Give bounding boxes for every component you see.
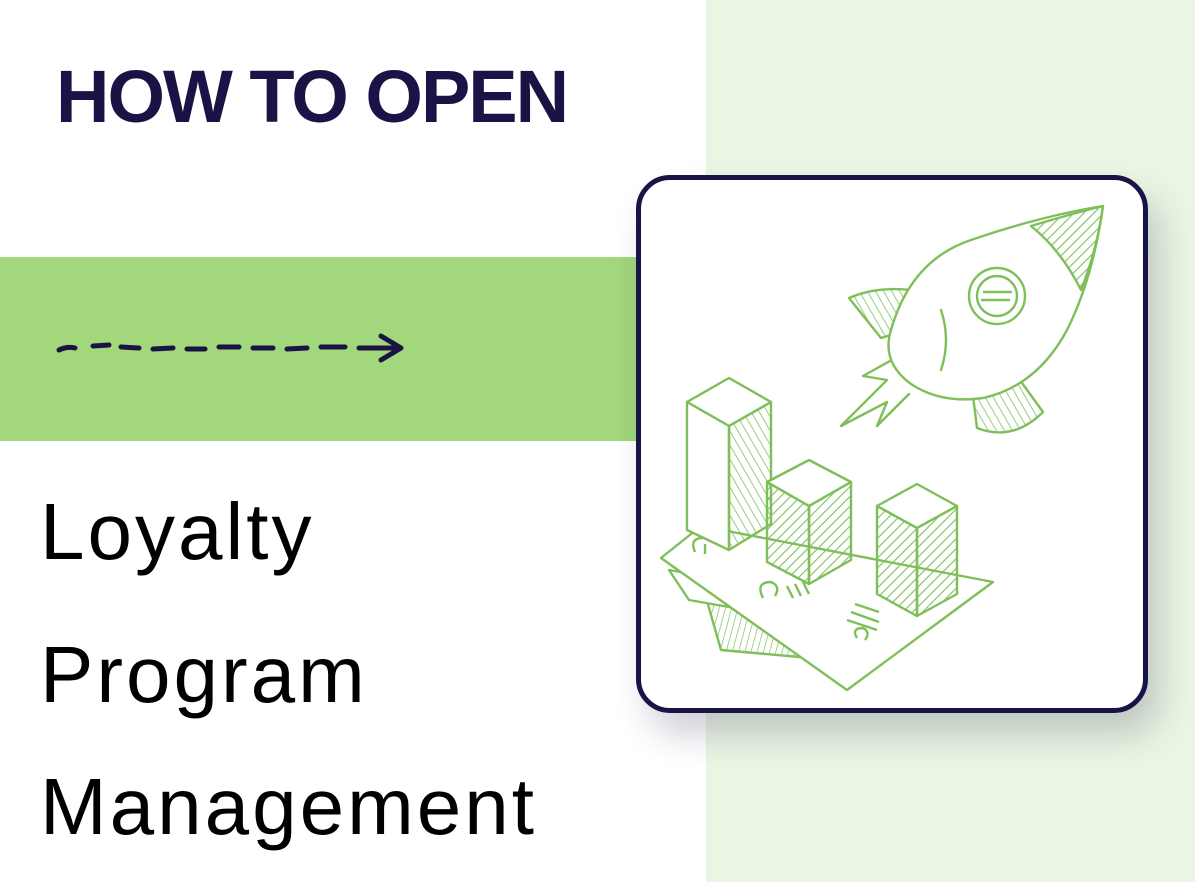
heading: HOW TO OPEN [56,55,569,138]
subtitle-line-3: Management [40,762,537,851]
subtitle-line-2: Program [40,630,368,719]
illustration-card [636,175,1148,713]
subtitle-line-1: Loyalty [40,487,315,576]
dashed-arrow-icon [56,333,404,363]
rocket-icon [839,204,1105,434]
growth-illustration [659,204,1105,692]
bar-chart-icon [685,376,959,618]
